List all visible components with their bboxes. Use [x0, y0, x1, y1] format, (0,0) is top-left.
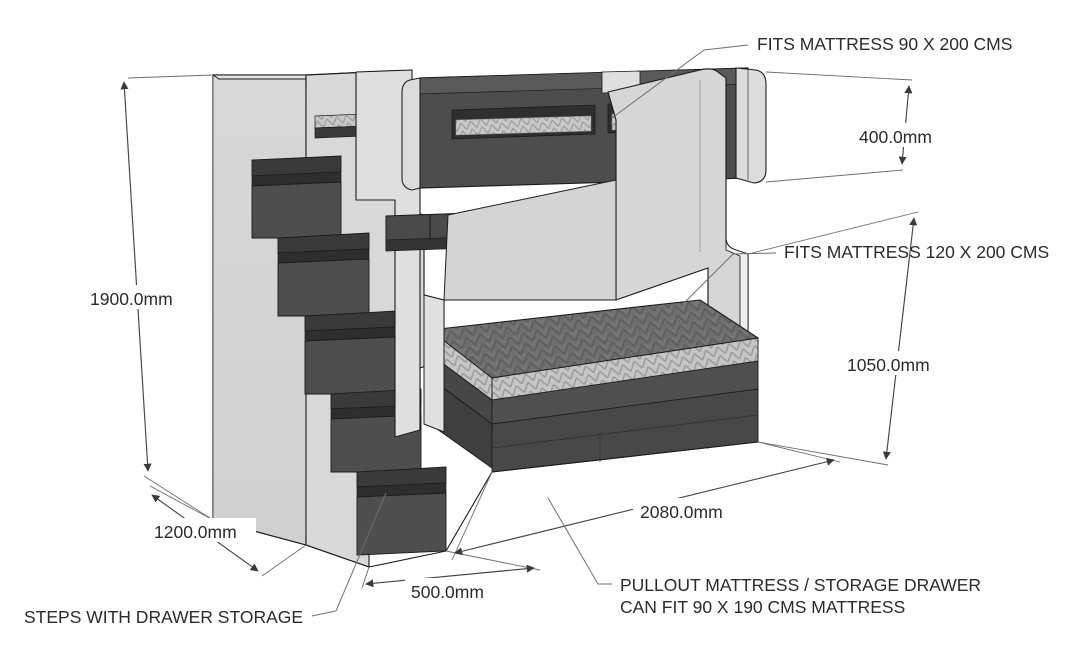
lower-bed-left-post — [423, 294, 445, 433]
dimension-steps-width: 500.0mm — [361, 550, 541, 602]
dimension-label-top-rail-height: 400.0mm — [859, 127, 932, 147]
callout-annotations: FITS MATTRESS 90 X 200 CMS FITS MATTRESS… — [24, 34, 1049, 627]
dimension-annotations: 1900.0mm 400.0mm 1050.0mm — [84, 71, 948, 602]
callout-top-mattress-label: FITS MATTRESS 90 X 200 CMS — [757, 34, 1012, 54]
callout-lower-mattress-label: FITS MATTRESS 120 X 200 CMS — [784, 242, 1049, 262]
callout-steps-storage-label: STEPS WITH DRAWER STORAGE — [24, 607, 303, 627]
step-3 — [304, 310, 397, 395]
dimension-overall-height: 1900.0mm — [84, 74, 214, 521]
callout-pullout-drawer: PULLOUT MATTRESS / STORAGE DRAWER CAN FI… — [547, 497, 981, 617]
callout-pullout-drawer-line-2: CAN FIT 90 X 190 CMS MATTRESS — [620, 597, 905, 617]
dimension-label-overall-height: 1900.0mm — [90, 289, 173, 309]
step-5 — [356, 466, 447, 556]
dimension-label-overall-depth: 1200.0mm — [154, 522, 237, 542]
staircase-steps — [251, 155, 447, 556]
bunk-bed-model — [211, 67, 767, 568]
dimension-lower-bed-height: 1050.0mm — [747, 211, 948, 466]
upper-bunk-slot-left — [451, 104, 596, 140]
dimension-label-steps-width: 500.0mm — [411, 582, 484, 602]
lower-bed — [423, 179, 759, 473]
step-1 — [251, 155, 342, 239]
step-2 — [277, 232, 370, 317]
callout-steps-storage: STEPS WITH DRAWER STORAGE — [24, 492, 387, 627]
lower-bed-headboard — [443, 179, 617, 301]
dimension-overall-depth: 1200.0mm — [148, 485, 307, 577]
dimension-label-overall-length: 2080.0mm — [640, 502, 723, 522]
callout-lower-mattress: FITS MATTRESS 120 X 200 CMS — [659, 242, 1049, 328]
left-panel-top-edge — [211, 74, 314, 80]
callout-top-mattress: FITS MATTRESS 90 X 200 CMS — [611, 34, 1012, 119]
dimension-overall-length: 2080.0mm — [451, 441, 841, 561]
callout-pullout-drawer-line-1: PULLOUT MATTRESS / STORAGE DRAWER — [620, 575, 981, 595]
dimension-label-lower-bed-height: 1050.0mm — [847, 355, 930, 375]
dimension-top-rail-height: 400.0mm — [765, 71, 948, 183]
